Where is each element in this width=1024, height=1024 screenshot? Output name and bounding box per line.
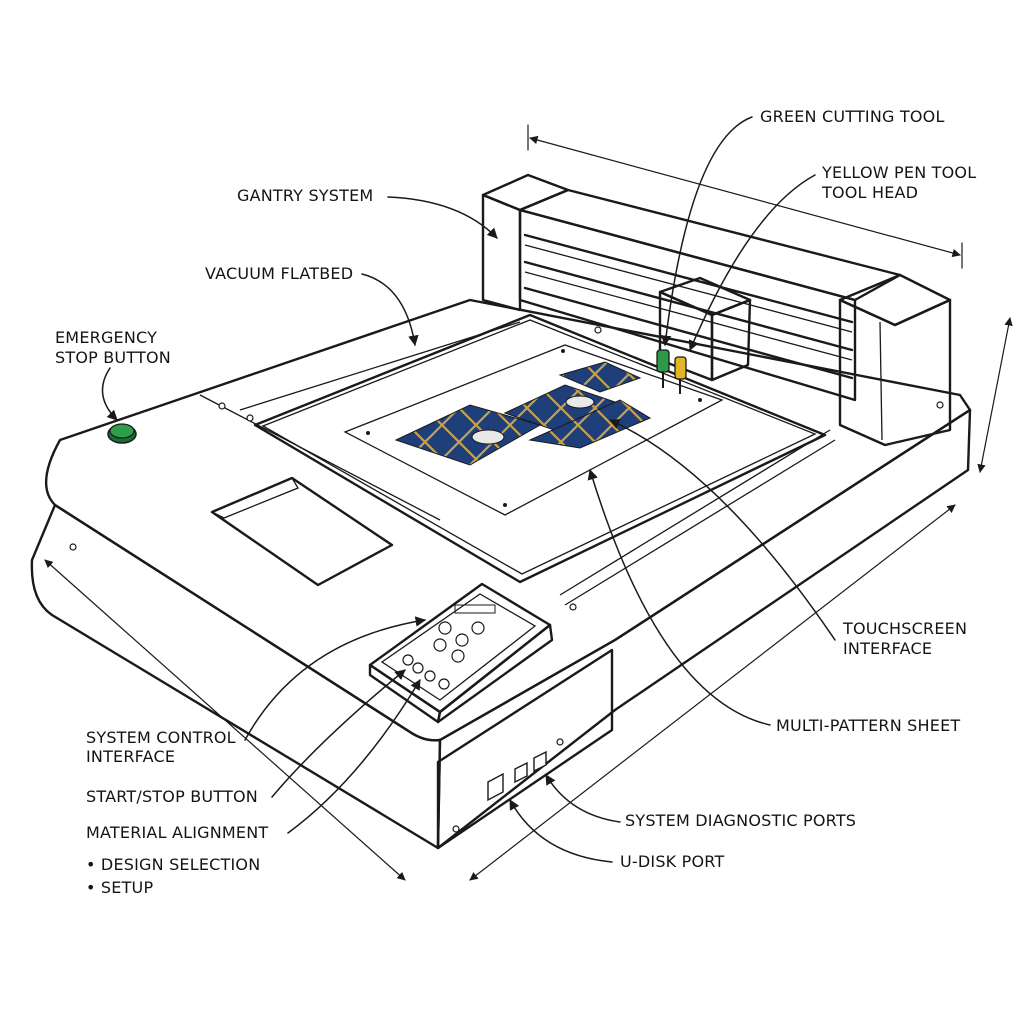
- label-green-cutting-tool: GREEN CUTTING TOOL: [760, 107, 945, 126]
- label-material-alignment: MATERIAL ALIGNMENT: [86, 823, 269, 842]
- label-touchscreen-line2: INTERFACE: [843, 639, 933, 658]
- green-cutting-tool: [656, 349, 670, 388]
- diagnostic-ports: [487, 750, 547, 802]
- leader-lines: [101, 116, 836, 863]
- pattern-right: [528, 399, 652, 449]
- control-block-front: [436, 648, 614, 850]
- label-system-control-line1: SYSTEM CONTROL: [86, 728, 236, 747]
- label-vacuum-flatbed: VACUUM FLATBED: [205, 264, 354, 283]
- label-setup: • SETUP: [86, 878, 154, 897]
- label-yellow-pen-tool: YELLOW PEN TOOL: [822, 163, 977, 182]
- vacuum-flatbed: [253, 313, 827, 584]
- multi-pattern-sheet: [343, 344, 724, 516]
- screws: [69, 326, 944, 833]
- label-u-disk-port: U-DISK PORT: [620, 852, 725, 871]
- yellow-pen-tool: [674, 356, 687, 394]
- label-multi-pattern-sheet: MULTI-PATTERN SHEET: [776, 716, 961, 735]
- label-touchscreen-line1: TOUCHSCREEN: [843, 619, 968, 638]
- pattern-top: [558, 361, 642, 393]
- label-tool-head: TOOL HEAD: [822, 183, 919, 202]
- tool-head: [656, 276, 752, 394]
- gantry-system: [481, 173, 952, 447]
- label-emergency-stop-line2: STOP BUTTON: [55, 348, 171, 367]
- label-system-control-line2: INTERFACE: [86, 747, 176, 766]
- tray-cutout: [210, 476, 394, 587]
- label-gantry-system: GANTRY SYSTEM: [237, 186, 374, 205]
- label-start-stop-button: START/STOP BUTTON: [86, 787, 258, 806]
- label-system-diagnostic-ports: SYSTEM DIAGNOSTIC PORTS: [625, 811, 857, 830]
- dimension-lines: [44, 124, 1013, 881]
- control-panel: [368, 582, 554, 724]
- emergency-stop-button: [107, 423, 137, 444]
- base-top: [44, 298, 972, 742]
- label-design-selection: • DESIGN SELECTION: [86, 855, 261, 874]
- label-emergency-stop-line1: EMERGENCY: [55, 328, 158, 347]
